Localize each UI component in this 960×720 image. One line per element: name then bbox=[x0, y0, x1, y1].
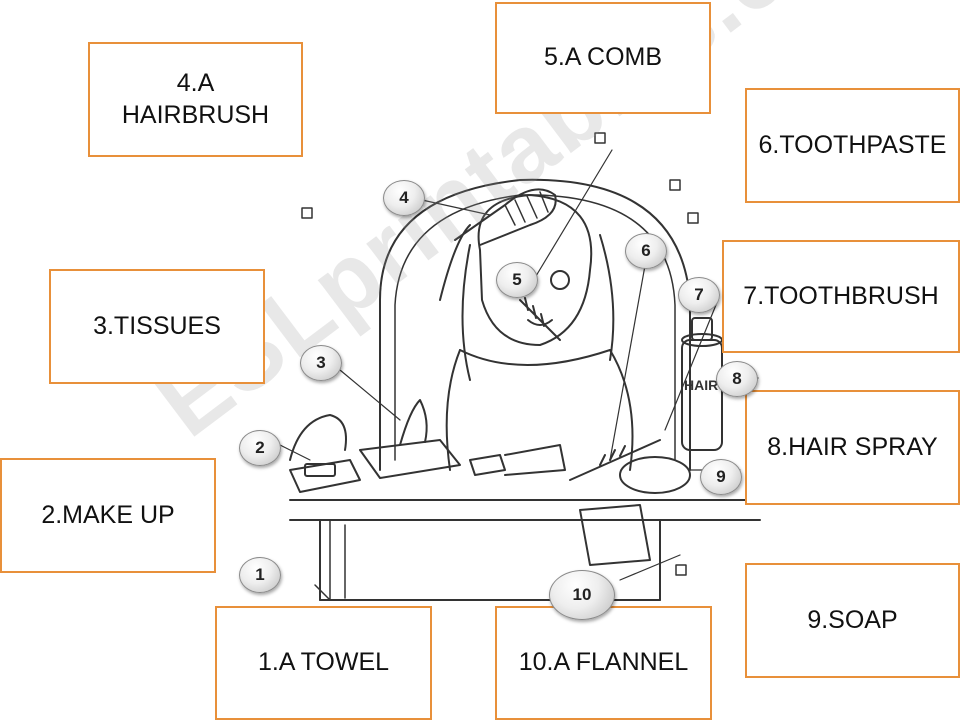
marker-9: 9 bbox=[700, 459, 742, 495]
towel-drawing bbox=[314, 519, 346, 601]
toothpaste-drawing bbox=[469, 444, 566, 476]
comb-drawing bbox=[519, 297, 561, 341]
hairbrush-drawing bbox=[454, 188, 557, 246]
marker-10: 10 bbox=[549, 570, 615, 620]
hair-spray-can-text: HAIR bbox=[684, 377, 718, 393]
label-comb: 5.A COMB bbox=[495, 2, 711, 114]
marker-2: 2 bbox=[239, 430, 281, 466]
soap-drawing bbox=[619, 456, 691, 494]
label-toothpaste: 6.TOOTHPASTE bbox=[745, 88, 960, 203]
marker-7: 7 bbox=[678, 277, 720, 313]
label-hairbrush-line1: 4.A bbox=[176, 69, 215, 98]
flannel-drawing bbox=[579, 504, 651, 566]
toothbrush-drawing bbox=[569, 439, 661, 481]
marker-8: 8 bbox=[716, 361, 758, 397]
label-flannel: 10.A FLANNEL bbox=[495, 606, 712, 720]
marker-4: 4 bbox=[383, 180, 425, 216]
label-tissues: 3.TISSUES bbox=[49, 269, 265, 384]
label-soap: 9.SOAP bbox=[745, 563, 960, 678]
label-hair-spray: 8.HAIR SPRAY bbox=[745, 390, 960, 505]
label-make-up: 2.MAKE UP bbox=[0, 458, 216, 573]
label-toothbrush: 7.TOOTHBRUSH bbox=[722, 240, 960, 353]
tissues-drawing bbox=[359, 439, 461, 479]
marker-3: 3 bbox=[300, 345, 342, 381]
marker-1: 1 bbox=[239, 557, 281, 593]
label-hairbrush-line2: HAIRBRUSH bbox=[121, 100, 270, 129]
marker-5: 5 bbox=[496, 262, 538, 298]
marker-6: 6 bbox=[625, 233, 667, 269]
label-towel: 1.A TOWEL bbox=[215, 606, 432, 720]
hair-spray-drawing bbox=[681, 339, 723, 451]
girl-drawing bbox=[477, 194, 593, 346]
mirror-frame bbox=[379, 178, 691, 471]
